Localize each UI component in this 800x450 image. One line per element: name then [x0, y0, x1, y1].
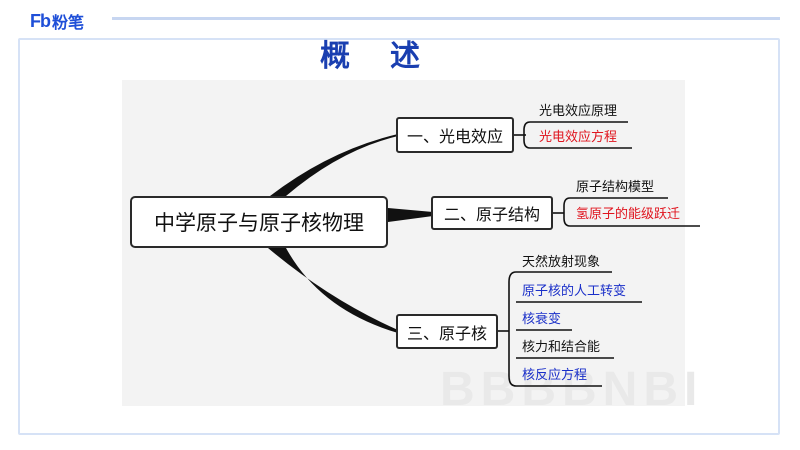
brand-logo: Fb 粉笔 [30, 10, 85, 33]
leaf-item: 核反应方程 [522, 368, 588, 383]
leaf-item: 天然放射现象 [522, 255, 601, 270]
logo-mark: Fb [30, 10, 51, 31]
leaf-item: 光电效应方程 [539, 130, 618, 145]
header-rule [112, 17, 780, 20]
connector-root-b2 [388, 208, 433, 222]
branch-photoelectric: 一、光电效应 [396, 117, 514, 153]
leaf-item: 光电效应原理 [539, 104, 618, 119]
leaf-item: 原子结构模型 [576, 180, 655, 195]
leaf-links-b2 [553, 197, 700, 227]
leaf-links-b1 [514, 121, 632, 149]
connector-root-b1 [270, 134, 398, 196]
watermark: BBBBNBI [440, 363, 704, 416]
logo-text: 粉笔 [52, 13, 85, 32]
leaf-item: 氢原子的能级跃迁 [576, 207, 681, 222]
branch-atomic-structure: 二、原子结构 [431, 196, 553, 230]
leaf-item: 原子核的人工转变 [522, 284, 627, 299]
mindmap-root: 中学原子与原子核物理 [130, 196, 388, 248]
slide-title: 概述 [320, 39, 460, 74]
leaf-links-b3 [498, 271, 642, 387]
leaf-item: 核力和结合能 [522, 340, 601, 355]
connector-root-b3 [268, 248, 398, 333]
branch-nucleus: 三、原子核 [396, 314, 498, 349]
leaf-item: 核衰变 [522, 312, 562, 327]
slide-frame [18, 38, 780, 435]
